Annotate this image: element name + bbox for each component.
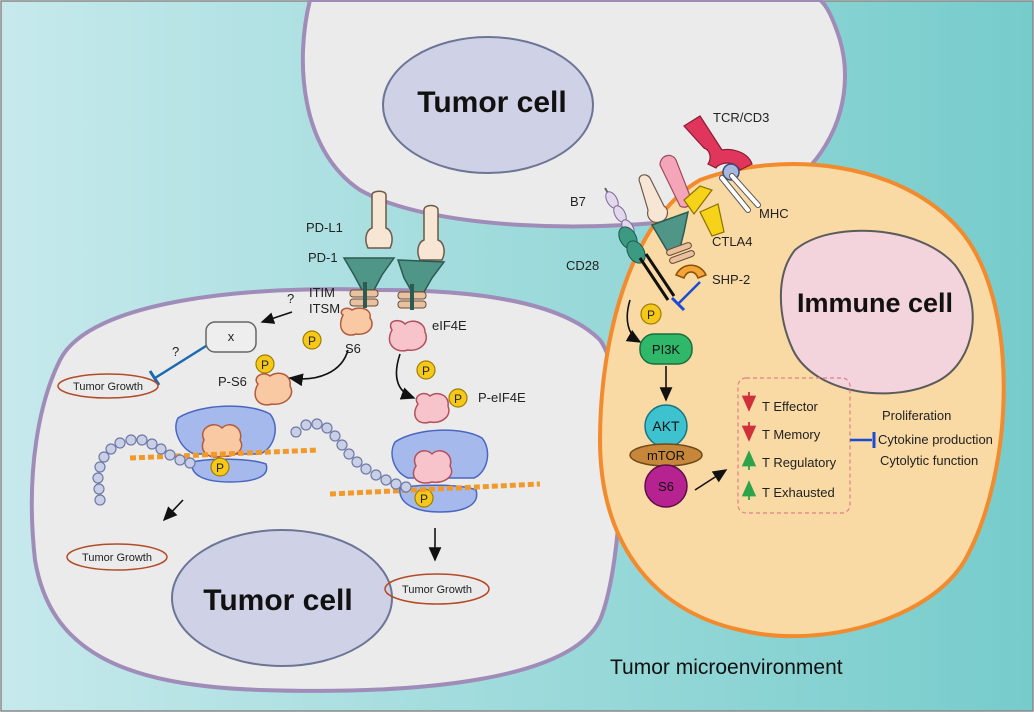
cytokine-production-label: Cytokine production [878,432,993,447]
immune-label: Immune cell [797,288,953,318]
ctla4-label: CTLA4 [712,234,752,249]
s6-protein-icon [339,307,373,336]
t-memory-label: T Memory [762,427,821,442]
cytolytic-function-label: Cytolytic function [880,453,978,468]
t-regulatory-label: T Regulatory [762,455,837,470]
top-tumor-label: Tumor cell [417,86,566,119]
t-effector-label: T Effector [762,399,819,414]
proliferation-label: Proliferation [882,408,951,423]
tumor-growth-oval-3 [384,573,490,605]
p-eif4e-protein-icon [414,392,450,424]
tcr-cd3-label: TCR/CD3 [713,110,769,125]
bottom-tumor-nucleus [171,529,393,667]
microenvironment-label: Tumor microenvironment [610,656,843,679]
top-tumor-nucleus [382,36,594,174]
b7-ligand [604,187,641,249]
inhibition-bar-icon [670,296,686,312]
arrow-p-to-pi3k [625,299,642,343]
svg-text:P: P [216,461,224,475]
akt-label: AKT [652,418,680,434]
mhc-label: MHC [759,206,789,221]
mrna-strand-icon [129,447,319,461]
question-mark-1: ? [287,291,294,306]
svg-text:P: P [261,358,269,372]
pd-1-receptor-2 [396,259,446,310]
pd-1-label: PD-1 [308,250,338,265]
mrna-strand-icon [329,481,541,497]
pi3k-node [639,333,693,365]
phosphate-icon: P [640,303,662,325]
arrow-s6-to-tcells [694,469,728,491]
cd28-receptor [618,226,676,301]
s6-immune-node [644,464,688,508]
question-mark-2: ? [172,344,179,359]
x-box-label: x [228,329,235,344]
arrow-s6-phosphorylation [288,349,349,387]
pd-l1-label: PD-L1 [306,220,343,235]
phosphate-icon: P [255,354,275,374]
ribosome-icon: P [175,405,276,483]
pi3k-label: PI3K [652,342,681,357]
pd-l1-receptor-1 [365,190,393,249]
tumor-growth-oval-2 [66,543,168,571]
eif4e-label: eIF4E [432,318,467,333]
mrna-strand-icon [92,434,196,506]
svg-text:P: P [454,392,462,406]
svg-text:P: P [422,364,430,378]
tumor-growth-oval-1 [57,373,159,399]
inhibition-bar-icon [148,370,161,386]
inhibit-shp2-to-p [677,281,701,305]
arrow-to-growth-2 [162,499,184,522]
x-box [205,321,257,353]
shp2-icon [674,264,708,279]
inhibit-x-to-growth [154,344,207,380]
arrow-pd1-to-x [260,311,293,324]
itim-label: ITIM [309,285,335,300]
t-cell-outcomes-box [737,377,851,514]
p-s6-label: P-S6 [218,374,247,389]
t-exhausted-label: T Exhausted [762,485,835,500]
shp2-label: SHP-2 [712,272,750,287]
ctla4-receptor [638,174,695,264]
tcr-cd3-complex [659,115,761,237]
tumor-growth-label-1: Tumor Growth [73,381,143,393]
immune-nucleus [779,229,974,395]
cd28-label: CD28 [566,258,599,273]
tumor-growth-label-3: Tumor Growth [402,584,472,596]
immune-cell: Immune cell [597,162,1006,639]
tumor-growth-label-2: Tumor Growth [82,552,152,564]
p-s6-protein-icon [254,372,293,406]
svg-text:P: P [420,492,428,506]
p-eif4e-label: P-eIF4E [478,390,526,405]
svg-text:P: P [647,308,655,322]
s6-immune-label: S6 [658,479,674,494]
mrna-strand-icon [290,418,412,493]
b7-label: B7 [570,194,586,209]
bottom-tumor-cell: Tumor cell [29,287,623,693]
top-tumor-cell: Tumor cell [300,0,847,229]
ribosome-icon: P [391,429,489,513]
phosphate-icon: P [302,330,322,350]
svg-text:P: P [308,334,316,348]
phosphate-icon: P [416,360,436,380]
arrow-eif4e-phosphorylation [395,353,416,400]
mtor-label: mTOR [647,448,685,463]
s6-label: S6 [345,341,361,356]
pd-1-receptor-1 [342,257,396,308]
bottom-tumor-label: Tumor cell [203,584,352,617]
itsm-label: ITSM [309,301,340,316]
eif4e-protein-icon [388,319,427,352]
pd-l1-receptor-2 [417,204,445,261]
phosphate-icon: P [448,388,468,408]
